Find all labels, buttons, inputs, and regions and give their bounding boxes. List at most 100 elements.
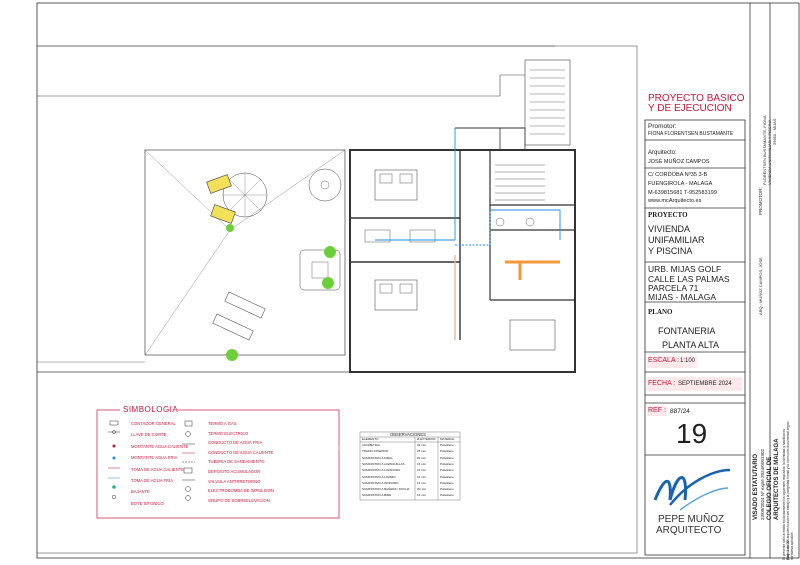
upper-terrace: [37, 45, 571, 146]
observaciones-cell: SUMINISTRO A LAVADORA: [362, 468, 401, 473]
legend-item: ELECTROBOMBA DE IMPULSION: [208, 488, 274, 494]
legend-title: SIMBOLOGIA: [123, 405, 179, 414]
promoter-name: FIONA FLORENTSEN BUSTAMANTE: [648, 131, 734, 137]
observaciones-header: MATERIAL: [440, 437, 455, 441]
observaciones-cell: SUMINISTRO A LAVABO: [362, 474, 396, 479]
promoter-label: Promotor:: [648, 123, 677, 130]
scale-label: ESCALA :: [648, 357, 680, 364]
observaciones-cell: SUMINISTRO A INODORO: [362, 480, 399, 485]
roof-terrace: [37, 149, 575, 373]
plan-name-1: FONTANERIA: [658, 326, 716, 336]
observaciones-cell: 20 mm: [417, 487, 427, 492]
legend-item: BAJANTE: [131, 489, 150, 495]
architect-name: JOSÉ MUÑOZ CAMPOS: [648, 159, 710, 165]
site-line-4: MIJAS - MALAGA: [648, 292, 717, 302]
legend-item: CONDUCTO DE AGUA FRIA: [208, 440, 263, 446]
address-line-1: C/ CORDOBA Nº35 3-B: [648, 172, 708, 178]
observaciones-cell: SUMINISTRO A BIDE: [362, 493, 392, 498]
project-heading-1: PROYECTO BASICO: [648, 93, 745, 104]
visado-line-2: 23/09/2024 Nº expte 2024/0001902: [760, 449, 765, 520]
observaciones-cell: 16 mm: [417, 468, 427, 473]
scale-highlight: [647, 356, 697, 368]
observaciones-cell: Polietileno: [440, 493, 454, 498]
project-desc-1: VIVIENDA: [648, 224, 691, 234]
legend-item: TOMA DE AGUA FRIA: [131, 478, 174, 483]
project-desc-2: UNIFAMILIAR: [648, 235, 705, 245]
observaciones-cell: SUMINISTRO A BAÑERA / DUCHA: [362, 487, 410, 492]
observaciones-header: Ø EXTERIOR: [417, 437, 436, 441]
project-heading-2: Y DE EJECUCION: [648, 103, 732, 114]
address-line-4: www.mcArquitecto.es: [648, 198, 702, 204]
plan-label: PLANO: [648, 308, 673, 316]
visado-line-4: ARQUITECTOS DE MALAGA: [774, 438, 780, 520]
site-line-1: URB. MIJAS GOLF: [648, 264, 722, 274]
observaciones-cell: 16 mm: [417, 493, 427, 498]
observaciones-cell: Polietileno: [440, 443, 454, 447]
firm-name-2: ARQUITECTO: [656, 525, 722, 536]
observaciones-cell: Polietileno: [440, 474, 454, 479]
plants: [226, 224, 336, 361]
firm-name-1: PEPE MUÑOZ: [658, 514, 725, 525]
legend-item: VALVULA ANTIRRETORNO: [208, 478, 261, 484]
observaciones-cell: SUMINISTRO A FREG.: [362, 455, 394, 460]
firm-logo: [653, 468, 731, 511]
observaciones-cell: TRAMO INTERIOR: [362, 449, 388, 454]
ref-value: 887/24: [670, 408, 690, 415]
legend-item: CONTADOR GENERAL: [131, 421, 176, 426]
legend-box: [96, 405, 340, 519]
date-label: FECHA :: [648, 380, 676, 387]
legend-symbols: [108, 420, 195, 501]
disclaimer-text: El presente sello acredita exclusivament…: [782, 421, 794, 560]
sheet-number: 19: [676, 418, 708, 449]
observaciones-cell: 32 mm: [417, 443, 427, 447]
legend-item: TERMO ELECTRICO: [208, 430, 249, 436]
title-block-frame: [644, 3, 771, 558]
floor-plan: [349, 127, 576, 373]
observaciones-cell: SUMINISTRO A LAVAVAJILLAS: [362, 461, 405, 466]
legend-item: CONDUCTO DE AGUA CALIENTE: [208, 449, 274, 455]
ref-label: REF :: [648, 407, 666, 414]
observaciones-cell: Polietileno: [440, 487, 454, 492]
site-line-3: PARCELA 71: [648, 283, 699, 293]
observaciones-table: [359, 431, 461, 501]
address-line-3: M-639815681 T-952583199: [648, 190, 717, 196]
legend-item: GRUPO DE SOBREELEVACION: [208, 497, 270, 503]
observaciones-title: OBSERVACIONES: [390, 432, 426, 437]
legend-item: MONTANTE AGUA CALIENTE: [131, 443, 189, 449]
observaciones-cell: Polietileno: [440, 449, 454, 454]
observaciones-cell: 16 mm: [417, 461, 427, 466]
observaciones-cell: 16 mm: [417, 474, 427, 479]
observaciones-cell: Polietileno: [440, 455, 454, 460]
side-promotor-line-3: 29650 - MIJAS: [772, 118, 777, 145]
legend-item: TERMO A GAS: [208, 421, 237, 426]
project-label: PROYECTO: [648, 211, 688, 219]
page-ref: Pág. 1 de 22: [786, 540, 790, 560]
visado-line-3: COLEGIO OFICIAL DE: [767, 456, 773, 520]
address-line-2: FUENGIROLA - MALAGA: [648, 181, 713, 187]
plan-name-2: PLANTA ALTA: [662, 340, 720, 350]
legend-item: BOTE SIFONICO: [131, 500, 164, 506]
legend-item: MONTANTE AGUA FRIA: [131, 455, 178, 461]
observaciones-headers: ELEMENTO Ø EXTERIOR MATERIAL: [360, 437, 460, 442]
observaciones-cell: Polietileno: [440, 461, 454, 466]
observaciones-header: ELEMENTO: [362, 437, 379, 441]
water-pipes: [375, 128, 561, 246]
observaciones-cell: 16 mm: [417, 480, 427, 485]
legend-item: LLAVE DE CORTE: [131, 432, 167, 438]
scale-value: 1:100: [680, 358, 696, 364]
date-value: SEPTIEMBRE 2024: [678, 381, 732, 387]
site-line-2: CALLE LAS PALMAS: [648, 274, 730, 284]
observaciones-cell: 25 mm: [417, 449, 427, 454]
ref-highlight: [647, 406, 667, 416]
legend-item: DEPOSITO ACUMULADOR: [208, 469, 261, 474]
observaciones-cell: Polietileno: [440, 468, 454, 473]
legend-item: TUBERIA DE SANEAMIENTO: [208, 459, 265, 465]
observaciones-cell: 20 mm: [417, 455, 427, 460]
visado-line-1: VISADO ESTATUTARIO: [753, 454, 759, 520]
architect-label: Arquitecto:: [648, 150, 677, 156]
observaciones-cell: ACOMETIDA: [362, 443, 380, 447]
project-desc-3: Y PISCINA: [648, 246, 693, 256]
side-architect: ARQ.: MUÑOZ CAMPOS, JOSE: [758, 257, 763, 315]
side-promotor-label: PROMOTOR:: [758, 187, 763, 215]
